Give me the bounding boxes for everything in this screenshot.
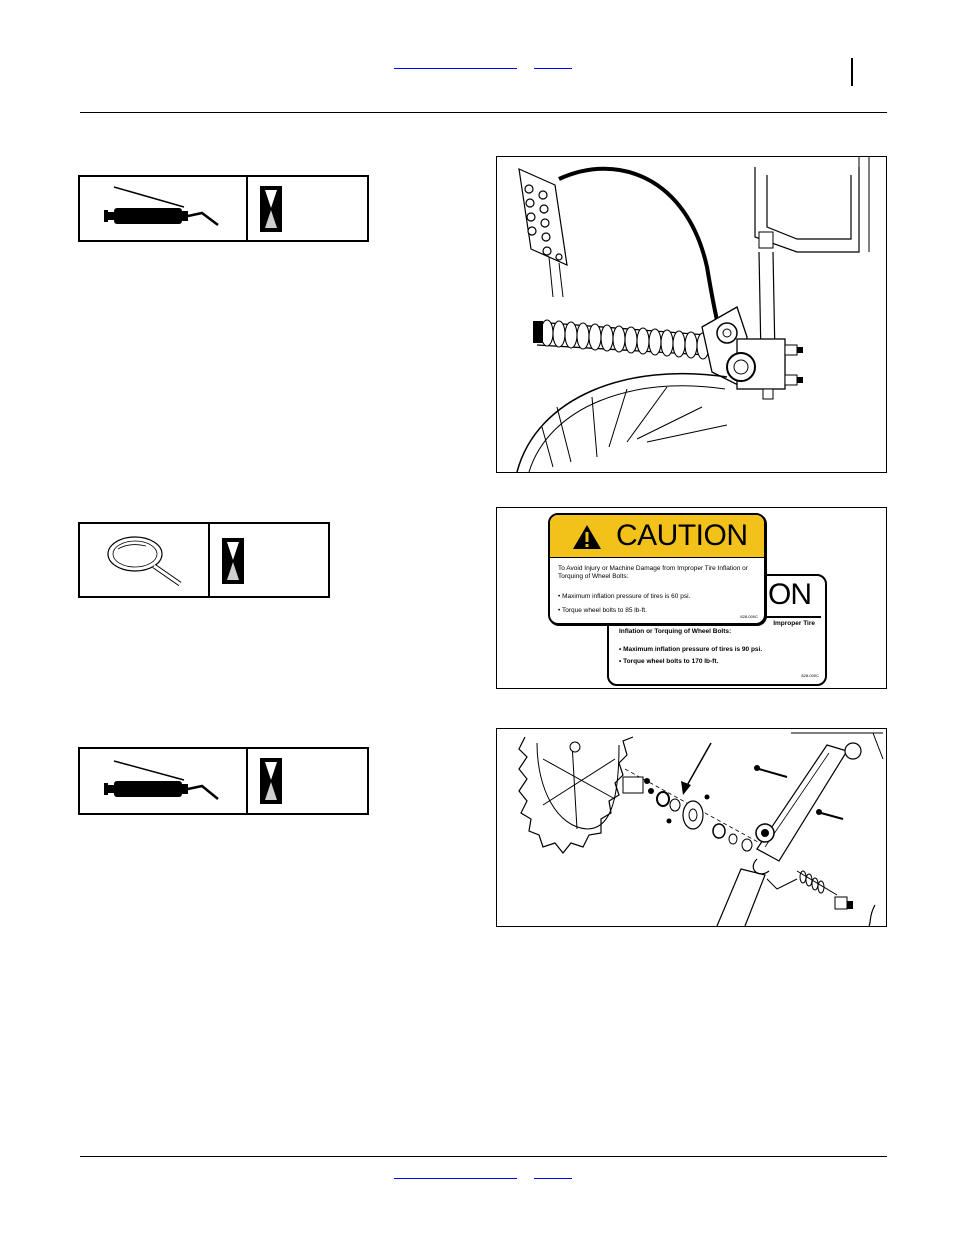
caution-decal-front-bullets: • Maximum inflation pressure of tires is… (558, 593, 691, 614)
maintenance-box-inspect (78, 522, 330, 598)
caution-decal-front-heading-band: CAUTION (550, 515, 764, 558)
figure-gauge-wheel-spring (496, 156, 887, 473)
grease-cell (80, 749, 248, 813)
caution-decal-back-part-no: 828-000C (801, 673, 819, 678)
caution-decal-front-part-no: 828-000C (740, 614, 758, 619)
footer-rule (80, 1156, 887, 1157)
caution-decal-front-heading: CAUTION (616, 519, 748, 552)
grease-gun-icon (104, 760, 219, 800)
caution-decal-front: CAUTION To Avoid Injury or Machine Damag… (548, 513, 766, 625)
grease-gun-icon (104, 186, 219, 226)
header-link-right[interactable] (534, 68, 572, 69)
caution-decal-back-heading-band: ON (609, 576, 825, 616)
hourglass-icon (260, 758, 282, 804)
caution-decal-back-intro: Improper Tire Inflation or Torquing of W… (619, 620, 815, 635)
header-link-left[interactable] (394, 68, 517, 69)
maintenance-box-grease-1 (78, 175, 369, 242)
interval-cell (248, 749, 367, 813)
caution-decal-front-intro: To Avoid Injury or Machine Damage from I… (558, 565, 748, 580)
header-page-marker (851, 58, 853, 86)
interval-cell (248, 177, 367, 240)
hourglass-icon (260, 186, 282, 232)
footer-link-right[interactable] (534, 1178, 572, 1179)
figure-hub-exploded-view (496, 728, 887, 927)
hourglass-icon (222, 538, 244, 584)
header-rule (80, 112, 887, 113)
magnifier-icon (107, 536, 182, 587)
caution-decal-back-bullets: • Maximum inflation pressure of tires is… (619, 646, 763, 665)
interval-cell (210, 524, 328, 596)
caution-decal-back-heading: ON (768, 578, 812, 611)
grease-cell (80, 177, 248, 240)
maintenance-box-grease-2 (78, 747, 369, 815)
footer-link-left[interactable] (394, 1178, 517, 1179)
figure-caution-decals: ON Improper Tire Inflation or Torquing o… (496, 507, 887, 689)
inspect-cell (80, 524, 210, 596)
warning-triangle-icon (573, 525, 601, 549)
